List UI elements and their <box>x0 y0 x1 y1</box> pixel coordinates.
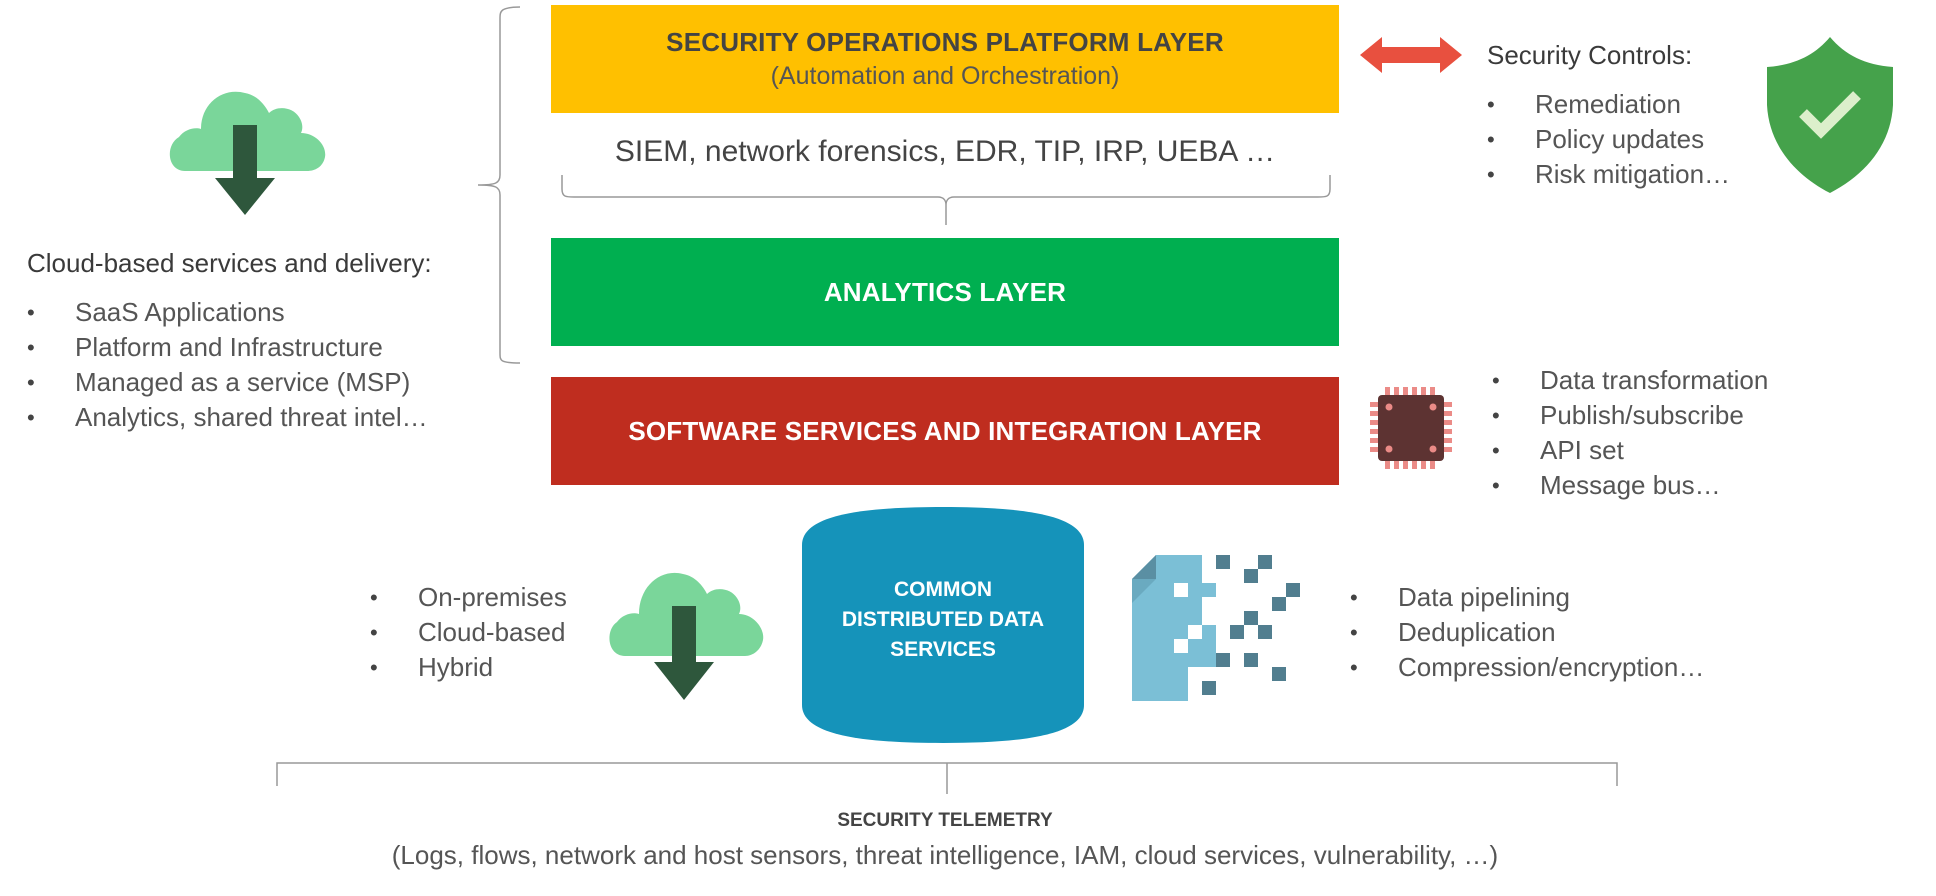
telemetry-subtitle: (Logs, flows, network and host sensors, … <box>391 840 1499 870</box>
list-item: Platform and Infrastructure <box>27 330 428 365</box>
list-item: Compression/encryption… <box>1350 650 1704 685</box>
list-item: Deduplication <box>1350 615 1704 650</box>
left-brace <box>470 5 520 365</box>
data-pixel-file-icon <box>1130 553 1315 701</box>
cloud-services-list: SaaS Applications Platform and Infrastru… <box>27 295 428 435</box>
list-item: Managed as a service (MSP) <box>27 365 428 400</box>
list-item: Risk mitigation… <box>1487 157 1730 192</box>
list-item: API set <box>1492 433 1768 468</box>
list-item: Cloud-based <box>370 615 567 650</box>
integration-list: Data transformation Publish/subscribe AP… <box>1492 363 1768 503</box>
analytics-layer: ANALYTICS LAYER <box>551 238 1339 346</box>
list-item: Analytics, shared threat intel… <box>27 400 428 435</box>
data-services-line: SERVICES <box>890 638 996 661</box>
data-services-line: DISTRIBUTED DATA <box>841 608 1045 631</box>
deployment-cloud-download-icon <box>605 558 765 700</box>
list-item: Hybrid <box>370 650 567 685</box>
data-services-line: COMMON <box>894 578 992 601</box>
list-item: Policy updates <box>1487 122 1730 157</box>
cloud-services-heading: Cloud-based services and delivery: <box>27 248 432 278</box>
ops-layer-title: SECURITY OPERATIONS PLATFORM LAYER <box>666 27 1224 57</box>
shield-check-icon <box>1765 35 1895 195</box>
security-operations-layer: SECURITY OPERATIONS PLATFORM LAYER (Auto… <box>551 5 1339 113</box>
list-item: Data pipelining <box>1350 580 1704 615</box>
list-item: Remediation <box>1487 87 1730 122</box>
deployment-list: On-premises Cloud-based Hybrid <box>370 580 567 685</box>
common-data-services-cylinder: COMMON DISTRIBUTED DATA SERVICES <box>802 505 1084 745</box>
ops-layer-subtitle: (Automation and Orchestration) <box>770 62 1120 90</box>
list-item: SaaS Applications <box>27 295 428 330</box>
list-item: Message bus… <box>1492 468 1768 503</box>
software-integration-layer: SOFTWARE SERVICES AND INTEGRATION LAYER <box>551 377 1339 485</box>
list-item: Publish/subscribe <box>1492 398 1768 433</box>
chip-icon <box>1368 385 1454 471</box>
telemetry-bracket <box>276 762 1618 794</box>
list-item: Data transformation <box>1492 363 1768 398</box>
security-controls-list: Remediation Policy updates Risk mitigati… <box>1487 87 1730 192</box>
left-cloud-download-icon <box>165 75 330 215</box>
software-layer-title: SOFTWARE SERVICES AND INTEGRATION LAYER <box>628 415 1262 446</box>
analytics-layer-title: ANALYTICS LAYER <box>823 276 1067 307</box>
telemetry-title: SECURITY TELEMETRY <box>837 810 1053 831</box>
tools-brace <box>560 175 1332 227</box>
security-controls-heading: Security Controls: <box>1487 40 1693 70</box>
data-processing-list: Data pipelining Deduplication Compressio… <box>1350 580 1704 685</box>
tools-list-text: SIEM, network forensics, EDR, TIP, IRP, … <box>614 135 1276 168</box>
double-arrow-icon <box>1360 35 1462 75</box>
list-item: On-premises <box>370 580 567 615</box>
